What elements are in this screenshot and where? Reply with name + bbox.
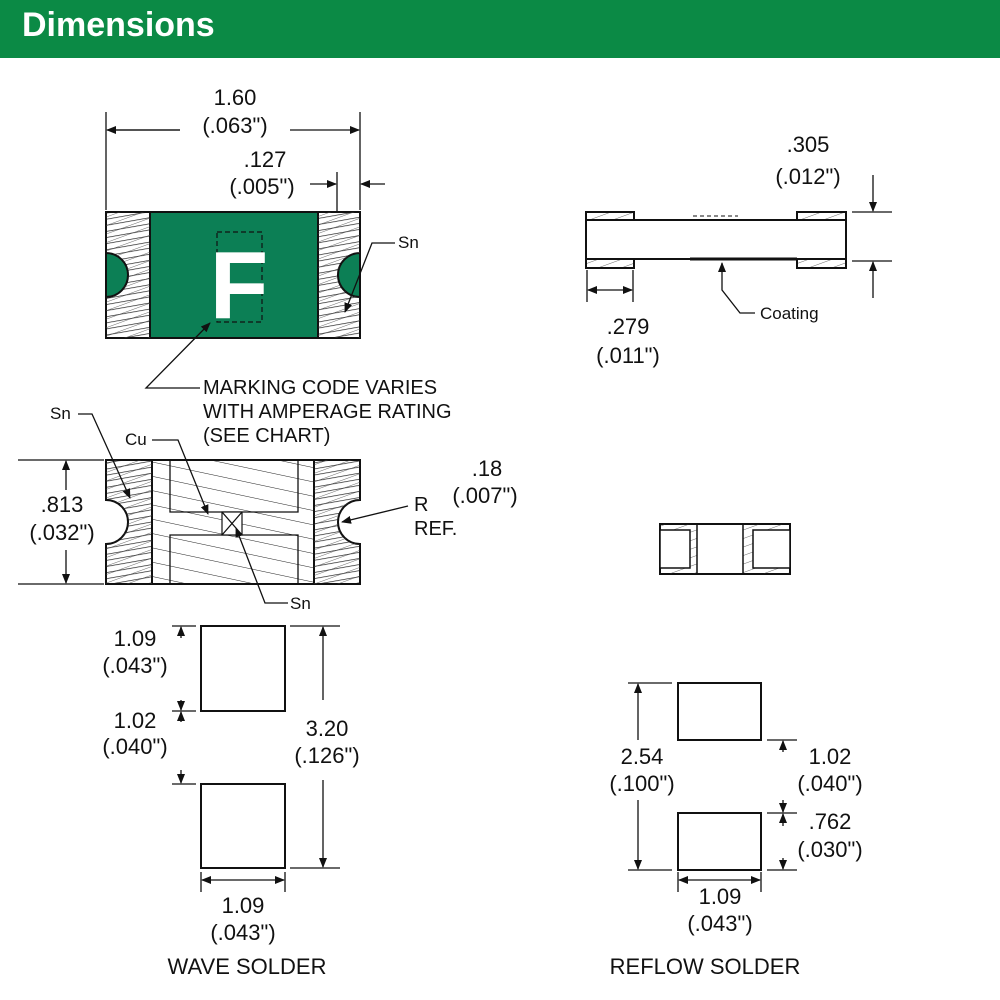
top-width-mm: 1.60 — [214, 85, 257, 110]
reflow-pad-len-mm: 1.02 — [809, 744, 852, 769]
fuse-body-side — [585, 219, 847, 260]
sn-label-left: Sn — [50, 404, 71, 423]
end-view — [659, 523, 791, 575]
wave-gap-in: (.040") — [102, 734, 167, 759]
side-term-in: (.011") — [596, 343, 660, 368]
side-term-mm: .279 — [607, 314, 650, 339]
height-in: (.032") — [29, 520, 94, 545]
radius-mm: .18 — [472, 456, 503, 481]
height-mm: .813 — [41, 492, 84, 517]
wave-pad-len-in: (.043") — [102, 653, 167, 678]
section-title: Dimensions — [22, 6, 215, 44]
wave-gap-mm: 1.02 — [114, 708, 157, 733]
marking-note-1: MARKING CODE VARIES — [203, 377, 437, 399]
thickness-mm: .305 — [787, 132, 830, 157]
wave-pad-top — [200, 625, 286, 712]
wave-pad-w-in: (.043") — [210, 920, 275, 945]
reflow-pad-top — [677, 682, 762, 741]
reflow-gap-in: (.030") — [797, 837, 862, 862]
wave-total-in: (.126") — [294, 743, 359, 768]
marking-note-2: WITH AMPERAGE RATING — [203, 401, 452, 423]
top-term-mm: .127 — [244, 147, 287, 172]
wave-pad-bottom — [200, 783, 286, 869]
wave-pad-w-mm: 1.09 — [222, 893, 265, 918]
wave-solder-footprint: 3.20 (.126") 1.09 (.043") 1.02 (.040") 1… — [102, 625, 360, 979]
reflow-total-mm: 2.54 — [621, 744, 664, 769]
sn-label-bottom: Sn — [290, 594, 311, 613]
marking-letter: F — [210, 232, 269, 339]
wave-solder-title: WAVE SOLDER — [168, 954, 327, 979]
cross-section-view: .813 (.032") Sn Cu Sn .18 (.007") R REF. — [18, 404, 518, 613]
top-width-in: (.063") — [202, 113, 267, 138]
thickness-in: (.012") — [775, 164, 840, 189]
reflow-gap-mm: .762 — [809, 809, 852, 834]
top-view: 1.60 (.063") .127 (.005") F Sn MARKING C… — [105, 85, 452, 447]
wave-pad-len-mm: 1.09 — [114, 626, 157, 651]
reflow-solder-title: REFLOW SOLDER — [610, 954, 801, 979]
coating-label: Coating — [760, 304, 819, 323]
r-label: R — [414, 494, 428, 516]
cu-label: Cu — [125, 430, 147, 449]
reflow-pad-len-in: (.040") — [797, 771, 862, 796]
reflow-total-in: (.100") — [609, 771, 674, 796]
wave-total-mm: 3.20 — [306, 716, 349, 741]
radius-in: (.007") — [452, 483, 517, 508]
ref-label: REF. — [414, 518, 457, 540]
marking-note-3: (SEE CHART) — [203, 425, 330, 447]
sn-label-top: Sn — [398, 233, 419, 252]
side-view: .305 (.012") .279 (.011") Coating — [585, 132, 892, 368]
reflow-pad-w-in: (.043") — [687, 911, 752, 936]
top-term-in: (.005") — [229, 174, 294, 199]
reflow-pad-w-mm: 1.09 — [699, 884, 742, 909]
marking-area — [216, 231, 263, 323]
reflow-solder-footprint: 2.54 (.100") 1.02 (.040") .762 (.030") 1… — [609, 682, 863, 979]
section-header: Dimensions — [0, 0, 1000, 58]
reflow-pad-bottom — [677, 812, 762, 871]
